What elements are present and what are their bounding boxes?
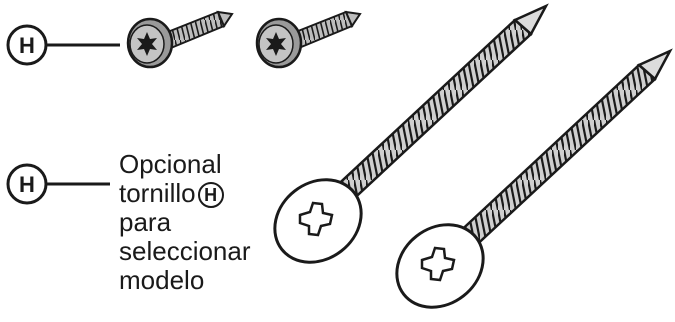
note-line-3: para bbox=[119, 207, 172, 237]
callout-bottom: H bbox=[6, 163, 110, 205]
note-line-4: seleccionar bbox=[119, 236, 251, 266]
torx-screw-icon bbox=[255, 10, 362, 69]
callout-top: H bbox=[6, 24, 120, 66]
callout-top-letter: H bbox=[19, 33, 35, 58]
inline-callout-badge: H bbox=[197, 182, 224, 208]
phillips-long-screw-icon bbox=[273, 3, 549, 264]
note-line-1: Opcional bbox=[119, 149, 222, 179]
callout-bottom-letter: H bbox=[19, 172, 35, 197]
phillips-long-screw-icon bbox=[395, 48, 673, 309]
note-line-5: modelo bbox=[119, 265, 205, 295]
torx-screw-icon bbox=[126, 10, 234, 69]
